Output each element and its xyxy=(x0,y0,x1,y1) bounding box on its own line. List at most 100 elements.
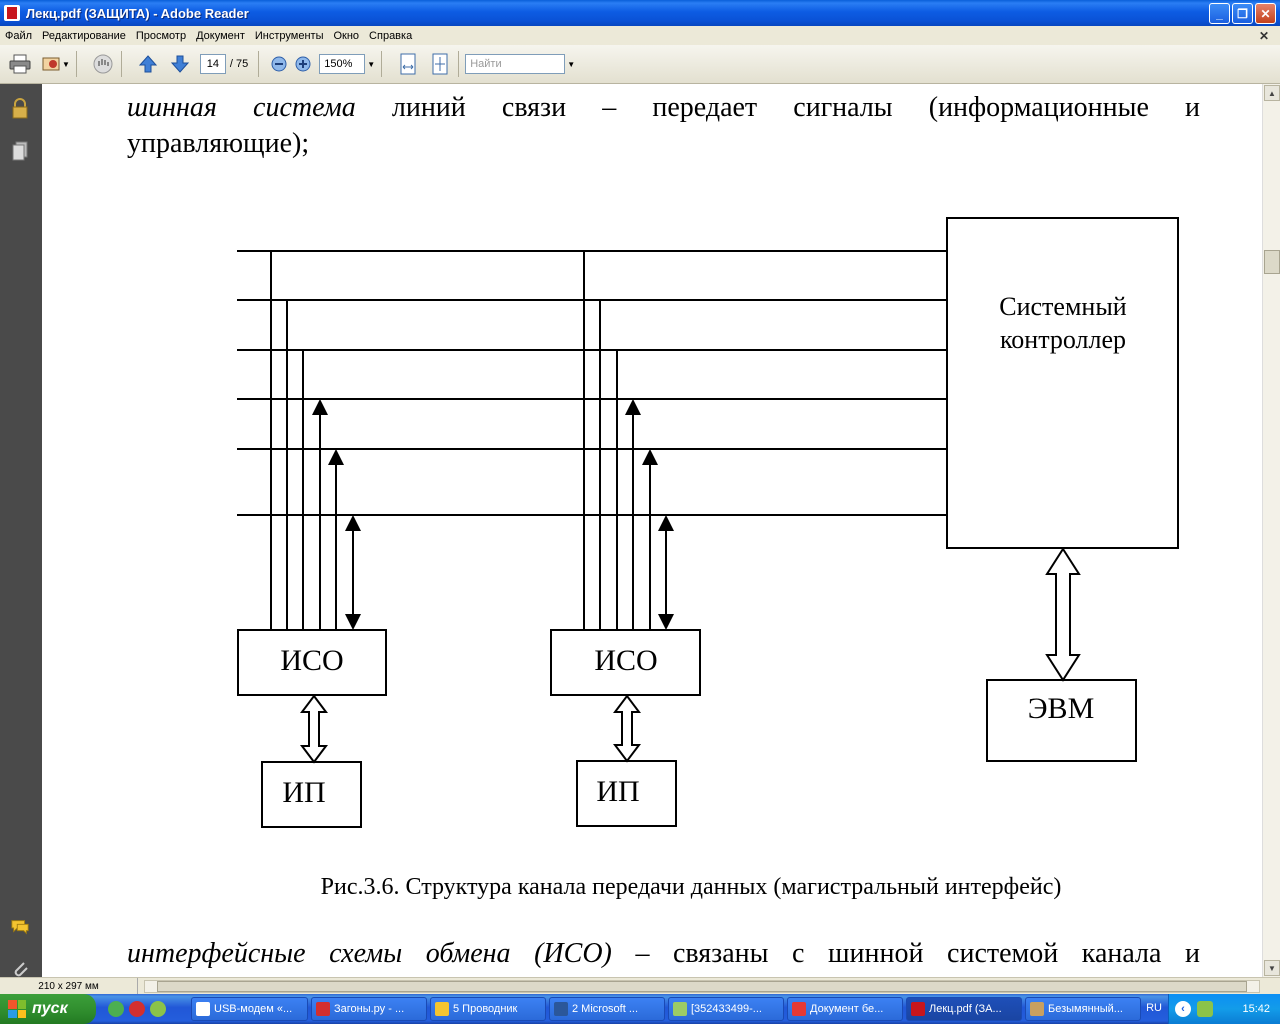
taskbar-item[interactable]: 2 Microsoft ... xyxy=(549,997,665,1021)
controller-label-line2: контроллер xyxy=(1000,325,1126,354)
pdf-icon xyxy=(911,1002,925,1016)
taskbar: пуск USB-модем «... Загоны.ру - ... 5 Пр… xyxy=(0,994,1280,1024)
attachments-paperclip-icon[interactable] xyxy=(10,958,30,980)
system-controller-box xyxy=(946,217,1179,549)
fit-page-icon[interactable] xyxy=(428,52,452,76)
iso-box-1 xyxy=(237,629,387,696)
menu-view[interactable]: Просмотр xyxy=(135,29,187,42)
menu-bar: Файл Редактирование Просмотр Документ Ин… xyxy=(0,26,1280,45)
window-title: Лекц.pdf (ЗАЩИТА) - Adobe Reader xyxy=(26,5,249,21)
vertical-scrollbar[interactable]: ▲ ▼ xyxy=(1262,84,1280,977)
taskbar-item[interactable]: [352433499-... xyxy=(668,997,784,1021)
taskbar-item-label: Загоны.ру - ... xyxy=(334,1003,405,1015)
ip-label-1: ИП xyxy=(282,776,325,809)
horizontal-scrollbar[interactable] xyxy=(144,980,1260,993)
taskbar-item-label: Безымянный... xyxy=(1048,1003,1123,1015)
word-icon xyxy=(554,1002,568,1016)
menu-help[interactable]: Справка xyxy=(369,29,413,42)
navigation-panel xyxy=(0,84,42,994)
title-bar: Лекц.pdf (ЗАЩИТА) - Adobe Reader _ ❐ ✕ xyxy=(0,0,1280,26)
ip-box-1 xyxy=(261,761,362,828)
status-bar: 210 x 297 мм xyxy=(0,977,1280,994)
horizontal-scroll-thumb[interactable] xyxy=(157,981,1247,992)
menu-window[interactable]: Окно xyxy=(333,29,360,42)
term-bus-system: шинная система xyxy=(127,92,356,123)
quick-launch-icon[interactable] xyxy=(150,1001,166,1017)
quick-launch xyxy=(108,1001,188,1017)
ip-label-2: ИП xyxy=(596,775,639,808)
taskbar-item[interactable]: Документ бе... xyxy=(787,997,903,1021)
page-total: / 75 xyxy=(229,58,249,70)
next-page-arrow-icon[interactable] xyxy=(168,52,192,76)
search-dropdown-icon[interactable]: ▼ xyxy=(567,59,576,69)
menu-file[interactable]: Файл xyxy=(5,29,33,42)
search-input[interactable]: Найти xyxy=(465,54,566,74)
taskbar-item-label: [352433499-... xyxy=(691,1003,762,1015)
quick-launch-icon[interactable] xyxy=(108,1001,124,1017)
taskbar-item-label: Лекц.pdf (ЗА... xyxy=(929,1003,1002,1015)
fit-width-icon[interactable] xyxy=(396,52,420,76)
toolbar-separator xyxy=(258,51,260,77)
paragraph-bus-system: шинная система линий связи – передает си… xyxy=(127,90,1200,162)
taskbar-item[interactable]: USB-модем «... xyxy=(191,997,308,1021)
system-tray: ‹ 15:42 xyxy=(1168,994,1280,1024)
toolbar-separator xyxy=(75,51,77,77)
taskbar-item-label: 5 Проводник xyxy=(453,1003,518,1015)
toolbar-separator xyxy=(381,51,383,77)
email-icon[interactable] xyxy=(40,52,64,76)
minimize-button[interactable]: _ xyxy=(1209,3,1230,24)
windows-logo-icon xyxy=(8,1000,26,1018)
opera-icon xyxy=(316,1002,330,1016)
iso-label-2: ИСО xyxy=(594,644,657,677)
taskbar-item[interactable]: Загоны.ру - ... xyxy=(311,997,427,1021)
hand-tool-icon[interactable] xyxy=(91,52,115,76)
document-close-icon[interactable]: ✕ xyxy=(1258,29,1269,43)
close-button[interactable]: ✕ xyxy=(1255,3,1276,24)
start-button[interactable]: пуск xyxy=(0,994,96,1024)
zoom-level-select[interactable]: 150% xyxy=(319,54,366,74)
controller-label-line1: Системный xyxy=(999,292,1127,321)
taskbar-item-label: USB-модем «... xyxy=(214,1003,293,1015)
folder-icon xyxy=(435,1002,449,1016)
security-lock-icon[interactable] xyxy=(10,98,30,120)
toolbar-separator xyxy=(120,51,122,77)
bus-structure-diagram: Системный контроллер ИСО ИСО ИП ИП ЭВМ Р… xyxy=(237,217,1179,900)
print-icon[interactable] xyxy=(8,52,32,76)
language-indicator[interactable]: RU xyxy=(1146,1002,1162,1014)
app-icon xyxy=(196,1002,210,1016)
tray-app-icon[interactable] xyxy=(1197,1001,1213,1017)
pages-icon[interactable] xyxy=(10,140,30,162)
comments-icon[interactable] xyxy=(10,916,30,938)
menu-tools[interactable]: Инструменты xyxy=(254,29,324,42)
previous-page-arrow-icon[interactable] xyxy=(136,52,160,76)
adobe-reader-icon xyxy=(4,5,20,21)
zoom-dropdown-icon[interactable]: ▼ xyxy=(367,59,376,69)
taskbar-item[interactable]: Безымянный... xyxy=(1025,997,1141,1021)
evm-label: ЭВМ xyxy=(1028,692,1095,725)
page-number-input[interactable]: 14 xyxy=(199,54,226,74)
taskbar-item-active[interactable]: Лекц.pdf (ЗА... xyxy=(906,997,1022,1021)
start-label: пуск xyxy=(32,1000,68,1017)
paragraph-text: линий связи – передает сигналы (информац… xyxy=(391,92,1200,123)
tray-expand-icon[interactable]: ‹ xyxy=(1175,1001,1191,1017)
app-icon xyxy=(673,1002,687,1016)
taskbar-item[interactable]: 5 Проводник xyxy=(430,997,546,1021)
menu-edit[interactable]: Редактирование xyxy=(42,29,126,42)
email-dropdown-icon[interactable]: ▼ xyxy=(62,59,70,69)
menu-document[interactable]: Документ xyxy=(196,29,245,42)
scroll-up-icon[interactable]: ▲ xyxy=(1264,85,1280,101)
paragraph-iso: интерфейсные схемы обмена (ИСО) – связан… xyxy=(127,936,1200,972)
document-view[interactable]: шинная система линий связи – передает си… xyxy=(42,84,1262,977)
scroll-thumb[interactable] xyxy=(1264,250,1280,274)
opera-icon[interactable] xyxy=(129,1001,145,1017)
zoom-out-icon[interactable] xyxy=(267,52,291,76)
clock: 15:42 xyxy=(1242,1003,1270,1015)
iso-box-2 xyxy=(550,629,701,696)
controller-evm-link xyxy=(1045,547,1081,682)
paint-icon xyxy=(1030,1002,1044,1016)
zoom-in-icon[interactable] xyxy=(291,52,315,76)
page-size-label: 210 x 297 мм xyxy=(0,978,138,994)
scroll-down-icon[interactable]: ▼ xyxy=(1264,960,1280,976)
maximize-button[interactable]: ❐ xyxy=(1232,3,1253,24)
figure-caption: Рис.3.6. Структура канала передачи данны… xyxy=(321,874,1062,900)
